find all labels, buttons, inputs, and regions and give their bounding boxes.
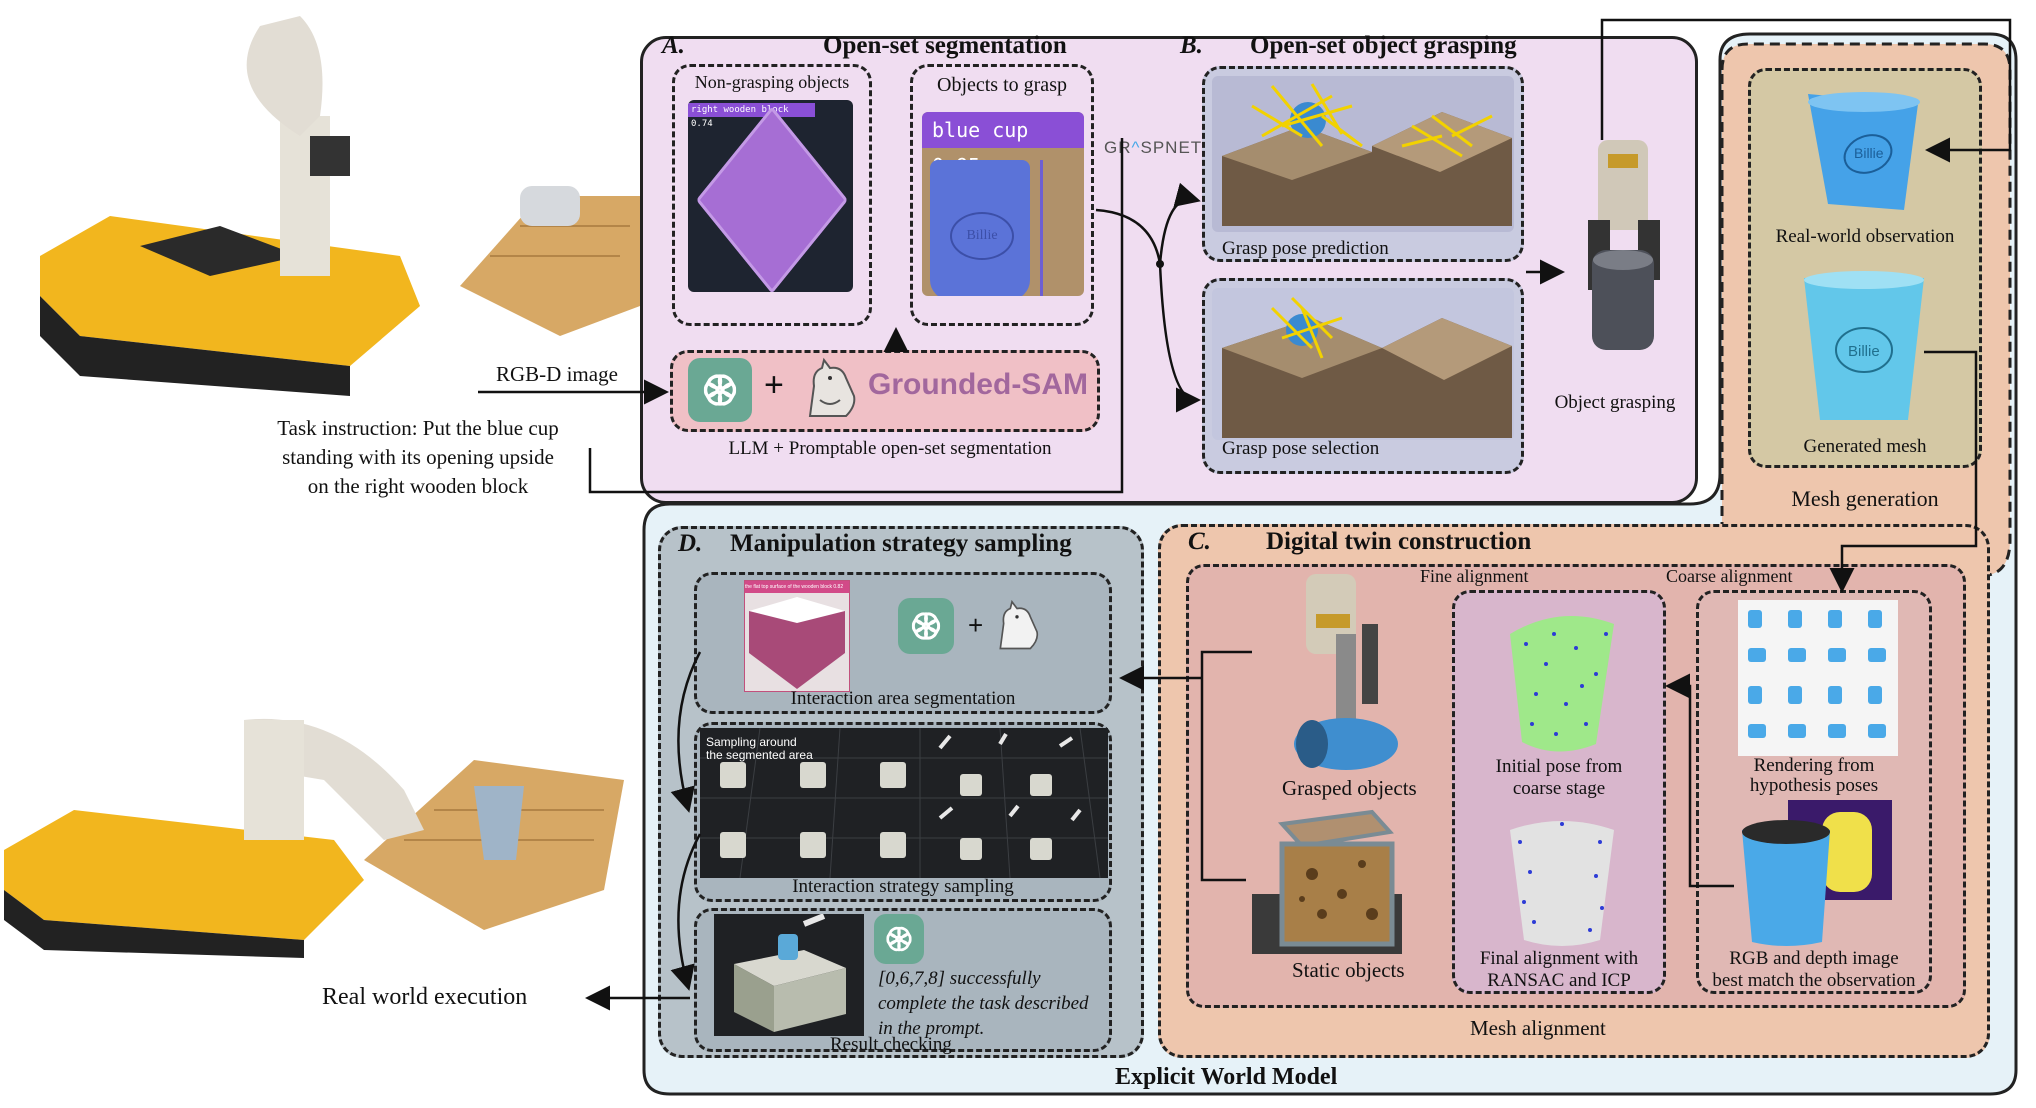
- result-text: [0,6,7,8] successfully complete the task…: [878, 968, 1089, 1039]
- panel-d-letter: D.: [678, 530, 703, 557]
- gripper-with-cup: [1588, 140, 1660, 350]
- rendered-cups: [1748, 610, 1886, 738]
- initial-pose-pointcloud: [1496, 604, 1626, 764]
- generated-mesh-label: Generated mesh: [1803, 436, 1927, 457]
- panel-b-heading: Open-set object grasping: [1250, 32, 1517, 59]
- cup-segment-edge: [1040, 160, 1043, 296]
- sampling-grid-scene: [700, 728, 1108, 878]
- panel-b-letter: B.: [1180, 32, 1203, 59]
- mesh-cup-logo-text: Billie: [1848, 343, 1880, 360]
- robot-bottom-image: [4, 690, 630, 960]
- segmented-block-image: the flat top surface of the wooden block…: [744, 580, 850, 692]
- panel-d-heading: Manipulation strategy sampling: [730, 530, 1072, 557]
- grasp-selection-label: Grasp pose selection: [1222, 438, 1380, 459]
- panel-a-letter: A.: [662, 32, 685, 59]
- mesh-alignment-label: Mesh alignment: [1470, 1016, 1606, 1040]
- non-grasping-tag: right wooden block 0.74: [688, 103, 815, 129]
- rgb-depth-image: [1736, 796, 1896, 950]
- mobile-robot-scene-bottom: [4, 718, 624, 958]
- generated-mesh-cup-image: Billie: [1796, 270, 1932, 430]
- panel-a-heading: Open-set segmentation: [823, 32, 1067, 59]
- bear-mascot-icon-d: [992, 596, 1042, 656]
- robot-top-image: [20, 6, 640, 406]
- grasp-prediction-scene: [1222, 83, 1512, 226]
- rgb-depth-label: RGB and depth image best match the obser…: [1712, 948, 1916, 991]
- graspnet-logo: GR^SPNET: [1104, 138, 1203, 157]
- interaction-area-label: Interaction area segmentation: [790, 688, 1016, 709]
- blue-cup-segmentation-image: blue cup 0.95 Billie: [922, 112, 1084, 296]
- cup-logo: Billie: [950, 212, 1014, 260]
- coarse-alignment-label: Coarse alignment: [1666, 566, 1793, 586]
- grasp-selection-image: [1212, 288, 1514, 440]
- real-cup-logo-text: Billie: [1854, 145, 1884, 161]
- rendering-label: Rendering from hypothesis poses: [1749, 755, 1879, 796]
- objects-to-grasp-label: Objects to grasp: [937, 74, 1067, 96]
- llm-logo-icon-result: [874, 914, 924, 964]
- llm-logo-icon-d: [898, 598, 954, 654]
- interaction-strategy-label: Interaction strategy sampling: [792, 876, 1014, 897]
- panel-a-title: A.: [662, 32, 685, 60]
- fine-alignment-label: Fine alignment: [1420, 566, 1529, 586]
- grasp-selection-scene: [1222, 296, 1512, 438]
- grounded-sam-label: Grounded-SAM: [868, 368, 1088, 401]
- grasp-tag: blue cup 0.95: [922, 112, 1084, 178]
- hypothesis-renderings-grid: [1738, 600, 1898, 756]
- non-grasping-label: Non-grasping objects: [694, 72, 850, 92]
- plus-sign: +: [764, 366, 784, 404]
- panel-c-heading: Digital twin construction: [1266, 528, 1532, 555]
- panel-c-letter: C.: [1188, 528, 1211, 555]
- llm-logo-icon: [688, 358, 752, 422]
- strategy-sampling-image: Sampling around the segmented area: [700, 728, 1108, 878]
- sampling-around-text: Sampling around the segmented area: [706, 735, 813, 762]
- real-world-cup-image: Billie: [1798, 84, 1928, 224]
- panel-a-caption: LLM + Promptable open-set segmentation: [728, 438, 1052, 459]
- grasp-prediction-image: [1212, 76, 1514, 232]
- final-alignment-pointcloud: [1500, 812, 1624, 952]
- explicit-world-model-label: Explicit World Model: [1115, 1064, 1338, 1090]
- object-grasping-image: [1568, 130, 1678, 360]
- rgbd-image-label: RGB-D image: [496, 362, 618, 386]
- grasped-objects-label: Grasped objects: [1282, 776, 1417, 800]
- result-image: [714, 914, 864, 1036]
- wooden-block-segmentation-image: right wooden block 0.74: [688, 100, 853, 292]
- bear-mascot-icon: [800, 356, 860, 422]
- plus-sign-d: +: [968, 610, 984, 640]
- segment-tag: the flat top surface of the wooden block…: [745, 581, 849, 593]
- mobile-robot-scene-top: [40, 16, 640, 396]
- mesh-generation-title: Mesh generation: [1791, 486, 1939, 511]
- pink-block-mask: [749, 597, 845, 689]
- final-alignment-label: Final alignment with RANSAC and ICP: [1479, 948, 1639, 991]
- real-world-execution-label: Real world execution: [322, 984, 528, 1010]
- grasped-objects-image: [1286, 574, 1410, 774]
- object-grasping-label: Object grasping: [1554, 392, 1676, 413]
- result-checking-label: Result checking: [830, 1034, 952, 1055]
- real-world-observation-label: Real-world observation: [1775, 226, 1955, 247]
- static-objects-label: Static objects: [1292, 958, 1405, 982]
- grasp-prediction-label: Grasp pose prediction: [1222, 238, 1389, 259]
- initial-pose-label: Initial pose from coarse stage: [1495, 756, 1623, 799]
- static-objects-image: [1252, 804, 1402, 954]
- purple-block-mask: [696, 106, 848, 292]
- task-instruction-label: Task instruction: Put the blue cup stand…: [277, 416, 559, 498]
